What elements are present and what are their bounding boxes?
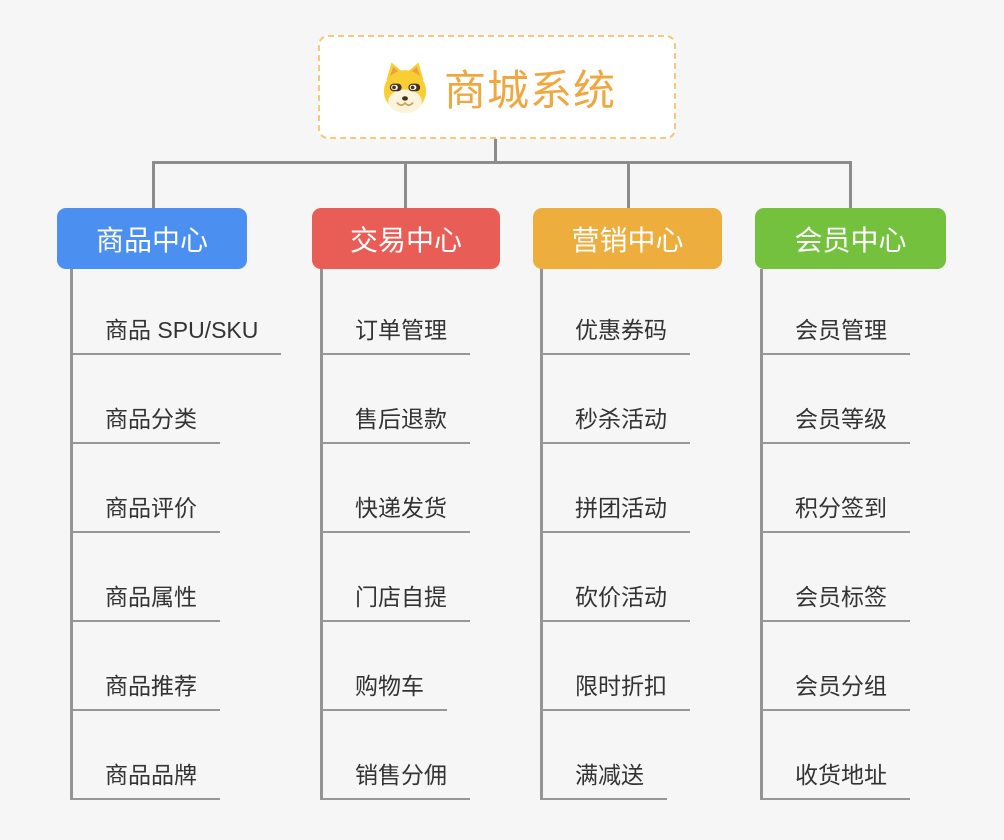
leaf-node[interactable]: 会员管理 — [760, 316, 910, 355]
connector-line — [404, 161, 407, 210]
branch-node-product-center[interactable]: 商品中心 — [57, 208, 247, 269]
leaf-node[interactable]: 快递发货 — [320, 494, 470, 533]
leaf-node[interactable]: 积分签到 — [760, 494, 910, 533]
leaf-node[interactable]: 商品 SPU/SKU — [70, 316, 282, 355]
leaf-node[interactable]: 会员分组 — [760, 672, 910, 711]
branch-node-member-center[interactable]: 会员中心 — [755, 208, 946, 269]
branch-node-marketing-center[interactable]: 营销中心 — [533, 208, 722, 269]
connector-line — [494, 139, 497, 163]
leaf-node[interactable]: 优惠券码 — [540, 316, 690, 355]
leaf-node[interactable]: 销售分佣 — [320, 761, 470, 800]
connector-line — [152, 161, 852, 164]
branch-node-trade-center[interactable]: 交易中心 — [312, 208, 500, 269]
root-node[interactable]: 商城系统 — [318, 35, 676, 139]
leaf-node[interactable]: 收货地址 — [760, 761, 910, 800]
leaf-node[interactable]: 会员等级 — [760, 405, 910, 444]
leaf-node[interactable]: 商品属性 — [70, 583, 220, 622]
leaf-node[interactable]: 砍价活动 — [540, 583, 690, 622]
leaf-node[interactable]: 门店自提 — [320, 583, 470, 622]
connector-line — [849, 161, 852, 210]
leaf-node[interactable]: 会员标签 — [760, 583, 910, 622]
leaf-node[interactable]: 商品品牌 — [70, 761, 220, 800]
branch-trunk-line — [540, 269, 543, 800]
branch-trunk-line — [760, 269, 763, 800]
leaf-node[interactable]: 售后退款 — [320, 405, 470, 444]
leaf-node[interactable]: 拼团活动 — [540, 494, 690, 533]
dog-icon — [383, 62, 427, 114]
leaf-node[interactable]: 商品分类 — [70, 405, 220, 444]
branch-trunk-line — [70, 269, 73, 800]
leaf-node[interactable]: 商品推荐 — [70, 672, 220, 711]
branch-trunk-line — [320, 269, 323, 800]
leaf-node[interactable]: 订单管理 — [320, 316, 470, 355]
connector-line — [627, 161, 630, 210]
leaf-node[interactable]: 购物车 — [320, 672, 447, 711]
root-title: 商城系统 — [443, 66, 616, 114]
leaf-node[interactable]: 限时折扣 — [540, 672, 690, 711]
connector-line — [152, 161, 155, 210]
leaf-node[interactable]: 商品评价 — [70, 494, 220, 533]
leaf-node[interactable]: 满减送 — [540, 761, 667, 800]
leaf-node[interactable]: 秒杀活动 — [540, 405, 690, 444]
